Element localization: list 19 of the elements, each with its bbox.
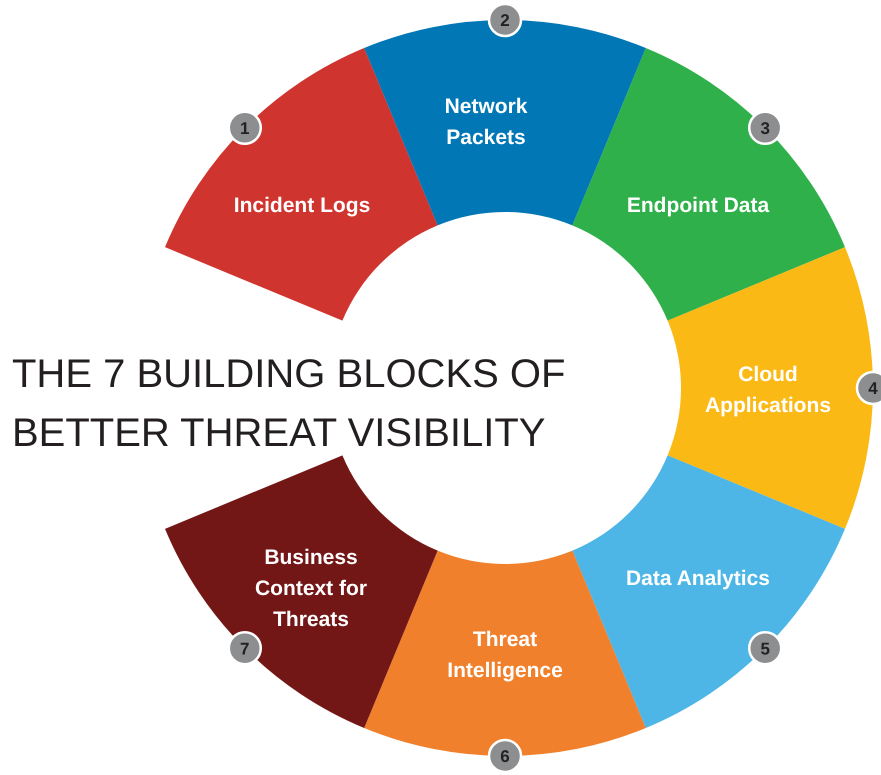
number-badge: 6: [488, 738, 522, 774]
segment-label: Network Packets: [444, 94, 528, 151]
number-badge: 1: [228, 110, 262, 146]
number-badge: 7: [228, 630, 262, 666]
segment-label: Cloud Applications: [704, 362, 832, 419]
segment-label: Data Analytics: [626, 566, 770, 592]
segment-label: Threat Intelligence: [446, 627, 564, 684]
segment-label: Endpoint Data: [626, 192, 770, 218]
ring-segment: [165, 48, 438, 321]
diagram-title: THE 7 BUILDING BLOCKS OF BETTER THREAT VISIBILITY: [12, 351, 566, 457]
ring-segment: [572, 455, 845, 728]
ring-segment: [165, 455, 438, 728]
segment-label: Business Context for Threats: [254, 544, 368, 632]
number-badge: 3: [748, 110, 782, 146]
segment-label: Incident Logs: [234, 192, 370, 218]
number-badge: 2: [488, 2, 522, 38]
number-badge: 4: [856, 370, 881, 406]
ring-segment: [572, 48, 845, 321]
number-badge: 5: [748, 630, 782, 666]
